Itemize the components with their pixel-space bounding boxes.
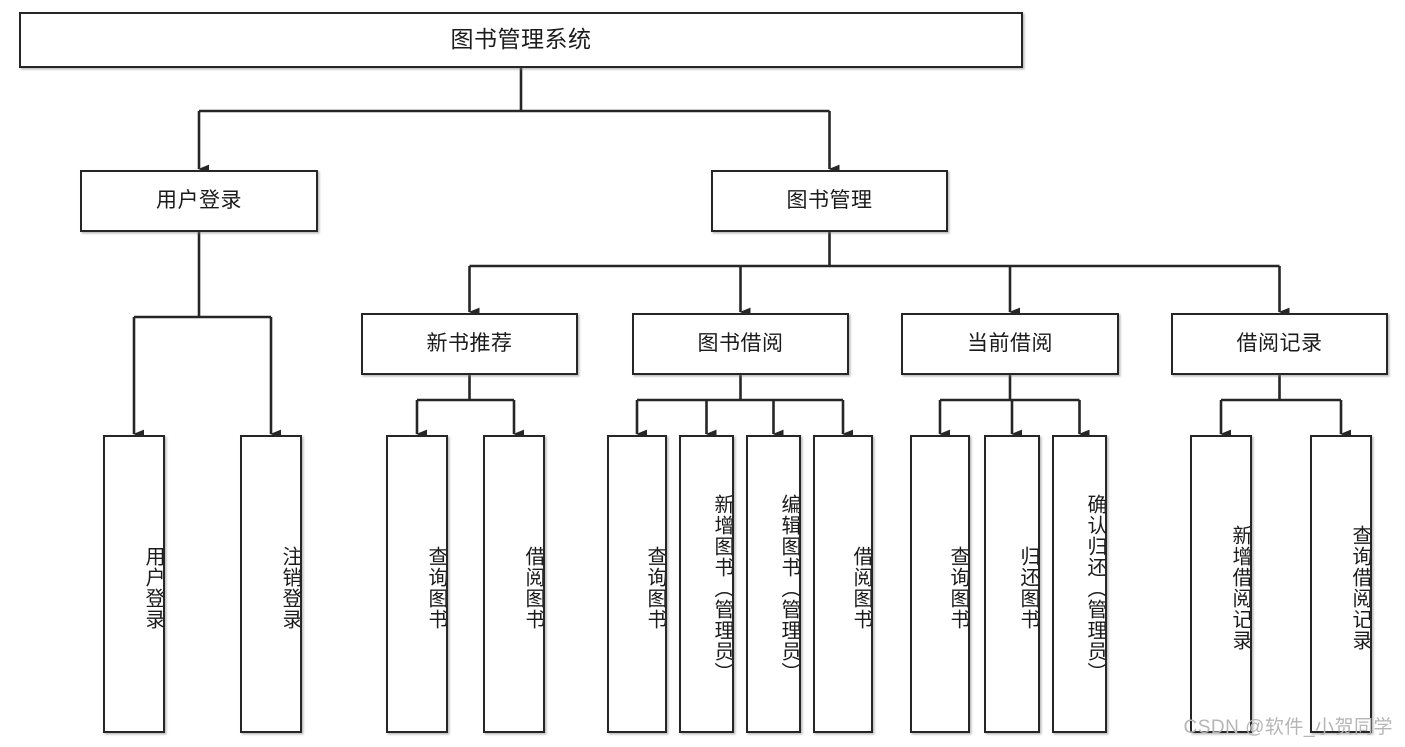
node-records[interactable]: 借阅记录: [1171, 313, 1388, 375]
node-current[interactable]: 当前借阅: [901, 313, 1119, 375]
node-label: 归还图书: [1017, 546, 1038, 630]
node-l-qrec[interactable]: 查询借阅记录: [1310, 435, 1372, 733]
node-label: 图书管理: [786, 189, 873, 213]
node-label: 编辑图书（管理员）: [778, 493, 799, 683]
node-l-login[interactable]: 用户登录: [103, 435, 165, 733]
node-l-bbook1[interactable]: 借阅图书: [483, 435, 545, 733]
node-label: 新书推荐: [426, 332, 513, 356]
node-label: 查询图书: [644, 546, 665, 630]
node-label: 用户登录: [156, 189, 242, 213]
node-label: 图书管理系统: [450, 26, 592, 53]
node-borrow[interactable]: 图书借阅: [632, 313, 849, 375]
node-label: 图书借阅: [697, 332, 784, 356]
node-l-confirm[interactable]: 确认归还（管理员）: [1052, 435, 1107, 733]
watermark-text: CSDN @软件_小贺同学: [1183, 717, 1393, 738]
node-label: 查询图书: [947, 546, 968, 630]
node-login[interactable]: 用户登录: [80, 170, 318, 232]
node-label: 新增图书（管理员）: [711, 493, 732, 683]
node-label: 借阅图书: [522, 546, 543, 630]
node-l-return[interactable]: 归还图书: [984, 435, 1040, 733]
node-label: 借阅图书: [850, 546, 871, 630]
node-newbook[interactable]: 新书推荐: [361, 313, 578, 375]
node-label: 确认归还（管理员）: [1084, 493, 1105, 683]
node-label: 注销登录: [279, 546, 300, 630]
node-bookmgmt[interactable]: 图书管理: [711, 170, 948, 232]
node-l-qbook1[interactable]: 查询图书: [386, 435, 448, 733]
node-label: 查询图书: [425, 546, 446, 630]
node-label: 用户登录: [142, 546, 163, 630]
node-l-bbook2[interactable]: 借阅图书: [813, 435, 873, 733]
node-l-addrec[interactable]: 新增借阅记录: [1190, 435, 1252, 733]
node-label: 借阅记录: [1236, 332, 1323, 356]
node-l-addbook[interactable]: 新增图书（管理员）: [679, 435, 734, 733]
node-l-qbook3[interactable]: 查询图书: [910, 435, 970, 733]
node-l-editbook[interactable]: 编辑图书（管理员）: [746, 435, 801, 733]
node-label: 查询借阅记录: [1349, 525, 1370, 651]
node-label: 当前借阅: [967, 332, 1053, 356]
node-l-qbook2[interactable]: 查询图书: [607, 435, 667, 733]
node-l-logout[interactable]: 注销登录: [240, 435, 302, 733]
node-label: 新增借阅记录: [1229, 525, 1250, 651]
node-root[interactable]: 图书管理系统: [19, 12, 1023, 68]
edge-group: [132, 68, 1352, 439]
